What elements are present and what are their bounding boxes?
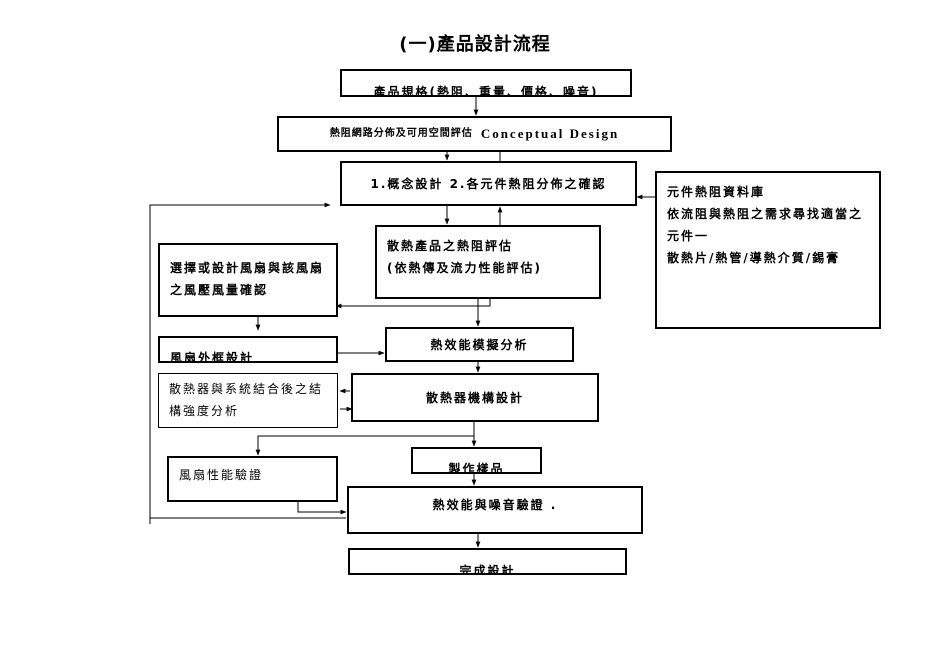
node-mech-design-label: 散熱器機構設計 bbox=[425, 390, 524, 405]
page-title: (一)產品設計流程 bbox=[399, 34, 551, 55]
node-complete-label: 完成設計 bbox=[459, 564, 516, 575]
node-simulation: 熱效能模擬分析 bbox=[385, 327, 574, 362]
node-concept: 1.概念設計 2.各元件熱阻分佈之確認 bbox=[340, 161, 637, 206]
node-mech-design: 散熱器機構設計 bbox=[351, 373, 599, 422]
node-database-line-4: 散熱片/熱管/導熱介質/錫膏 bbox=[667, 251, 841, 265]
node-prototype: 製作樣品 bbox=[411, 447, 542, 474]
node-fan-verify-label: 風扇性能驗證 bbox=[179, 468, 264, 482]
node-conceptual-english: Conceptual Design bbox=[480, 126, 620, 141]
node-database-line-3: 元件一 bbox=[667, 229, 710, 243]
arrow-fan-verify-to-verify bbox=[297, 501, 347, 515]
node-concept-label: 1.概念設計 2.各元件熱阻分佈之確認 bbox=[370, 176, 607, 191]
node-prototype-label: 製作樣品 bbox=[448, 462, 505, 474]
node-conceptual: 熱阻網路分佈及可用空間評估 Conceptual Design bbox=[277, 116, 672, 152]
node-spec-label: 產品規格(熱阻、重量、價格、噪音) bbox=[373, 85, 599, 97]
node-thermal-verify-label: 熱效能與噪音驗證 . bbox=[432, 498, 558, 512]
node-fan-select-line-1: 選擇或設計風扇與該風扇 bbox=[170, 261, 325, 275]
arrow-feedback-loop bbox=[149, 202, 346, 519]
node-database: 元件熱阻資料庫 依流阻與熱阻之需求尋找適當之 元件一 散熱片/熱管/導熱介質/錫… bbox=[655, 171, 881, 329]
node-fan-verify: 風扇性能驗證 bbox=[167, 456, 338, 502]
node-fan-frame: 風扇外框設計 bbox=[158, 336, 338, 363]
node-fan-frame-label: 風扇外框設計 bbox=[170, 351, 255, 363]
node-evaluation-line-2: (依熱傳及流力性能評估) bbox=[387, 261, 542, 275]
node-structure: 散熱器與系統結合後之結 構強度分析 bbox=[158, 373, 338, 428]
node-structure-line-1: 散熱器與系統結合後之結 bbox=[169, 382, 324, 396]
node-evaluation: 散熱產品之熱阻評估 (依熱傳及流力性能評估) bbox=[375, 225, 601, 299]
arrow-evaluation-to-fan-select bbox=[335, 298, 491, 309]
node-evaluation-line-1: 散熱產品之熱阻評估 bbox=[387, 239, 514, 253]
node-structure-line-2: 構強度分析 bbox=[169, 404, 240, 418]
node-simulation-label: 熱效能模擬分析 bbox=[430, 337, 529, 352]
arrow-mech-to-fan-verify bbox=[255, 421, 475, 456]
node-conceptual-label: 熱阻網路分佈及可用空間評估 bbox=[329, 128, 473, 139]
node-spec: 產品規格(熱阻、重量、價格、噪音) bbox=[340, 69, 632, 97]
node-fan-select-line-2: 之風壓風量確認 bbox=[170, 283, 269, 297]
node-complete: 完成設計 bbox=[348, 548, 627, 575]
node-database-line-1: 元件熱阻資料庫 bbox=[667, 185, 766, 199]
node-thermal-verify: 熱效能與噪音驗證 . bbox=[347, 486, 643, 534]
node-fan-select: 選擇或設計風扇與該風扇 之風壓風量確認 bbox=[158, 243, 338, 317]
node-database-line-2: 依流阻與熱阻之需求尋找適當之 bbox=[667, 207, 864, 221]
